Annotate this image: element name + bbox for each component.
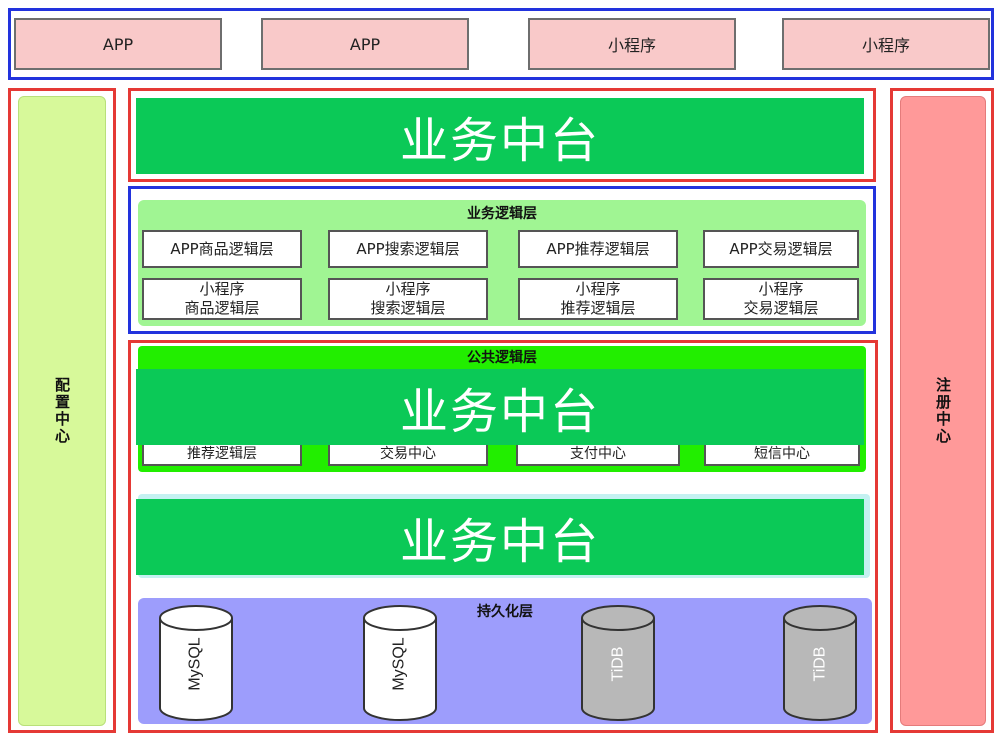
database-label: TiDB [811,646,828,682]
middle-platform-banner-3: 业务中台 [136,499,864,575]
miniprogram-product-logic-module: 小程序 商品逻辑层 [142,278,302,320]
client-app-2: APP [261,18,469,70]
database-label: MySQL [187,637,204,691]
miniprogram-recommend-logic-module: 小程序 推荐逻辑层 [518,278,678,320]
module-line-2: 交易逻辑层 [743,299,819,317]
client-layer-frame [8,8,994,80]
middle-platform-banner-2: 业务中台 [136,369,864,445]
database-tidb-2: TiDB [782,604,858,724]
client-app-1: APP [14,18,222,70]
miniprogram-trade-logic-module: 小程序 交易逻辑层 [703,278,859,320]
config-center-label: 配置中心 [53,377,71,445]
registry-center-label: 注册中心 [934,377,952,445]
database-cylinder-icon [581,605,655,721]
client-miniprogram-2: 小程序 [782,18,990,70]
app-product-logic-module: APP商品逻辑层 [142,230,302,268]
public-logic-title: 公共逻辑层 [467,350,537,366]
database-label: MySQL [391,637,408,691]
registry-center-panel: 注册中心 [900,96,986,726]
middle-platform-banner-1: 业务中台 [136,98,864,174]
lower-layers-frame [128,340,878,733]
top-banner-frame [128,88,876,182]
client-miniprogram-1: 小程序 [528,18,736,70]
database-cylinder-icon [363,605,437,721]
database-cylinder-icon [159,605,233,721]
database-mysql-2: MySQL [362,604,438,724]
business-logic-frame [128,186,876,334]
registry-center-frame [890,88,994,733]
module-line-2: 商品逻辑层 [184,299,260,317]
module-line-1: 小程序 [385,280,431,298]
module-line-1: 小程序 [575,280,621,298]
module-line-1: 小程序 [758,280,804,298]
app-trade-logic-module: APP交易逻辑层 [703,230,859,268]
config-center-panel: 配置中心 [18,96,106,726]
database-tidb-1: TiDB [580,604,656,724]
database-cylinder-icon [783,605,857,721]
app-search-logic-module: APP搜索逻辑层 [328,230,488,268]
miniprogram-search-logic-module: 小程序 搜索逻辑层 [328,278,488,320]
persistence-panel [138,598,872,724]
module-line-2: 搜索逻辑层 [370,299,446,317]
config-center-frame [8,88,116,733]
business-logic-title: 业务逻辑层 [467,206,537,222]
module-line-2: 推荐逻辑层 [560,299,636,317]
app-recommend-logic-module: APP推荐逻辑层 [518,230,678,268]
persistence-title: 持久化层 [477,604,533,620]
database-mysql-1: MySQL [158,604,234,724]
database-label: TiDB [609,646,626,682]
module-line-1: 小程序 [199,280,245,298]
